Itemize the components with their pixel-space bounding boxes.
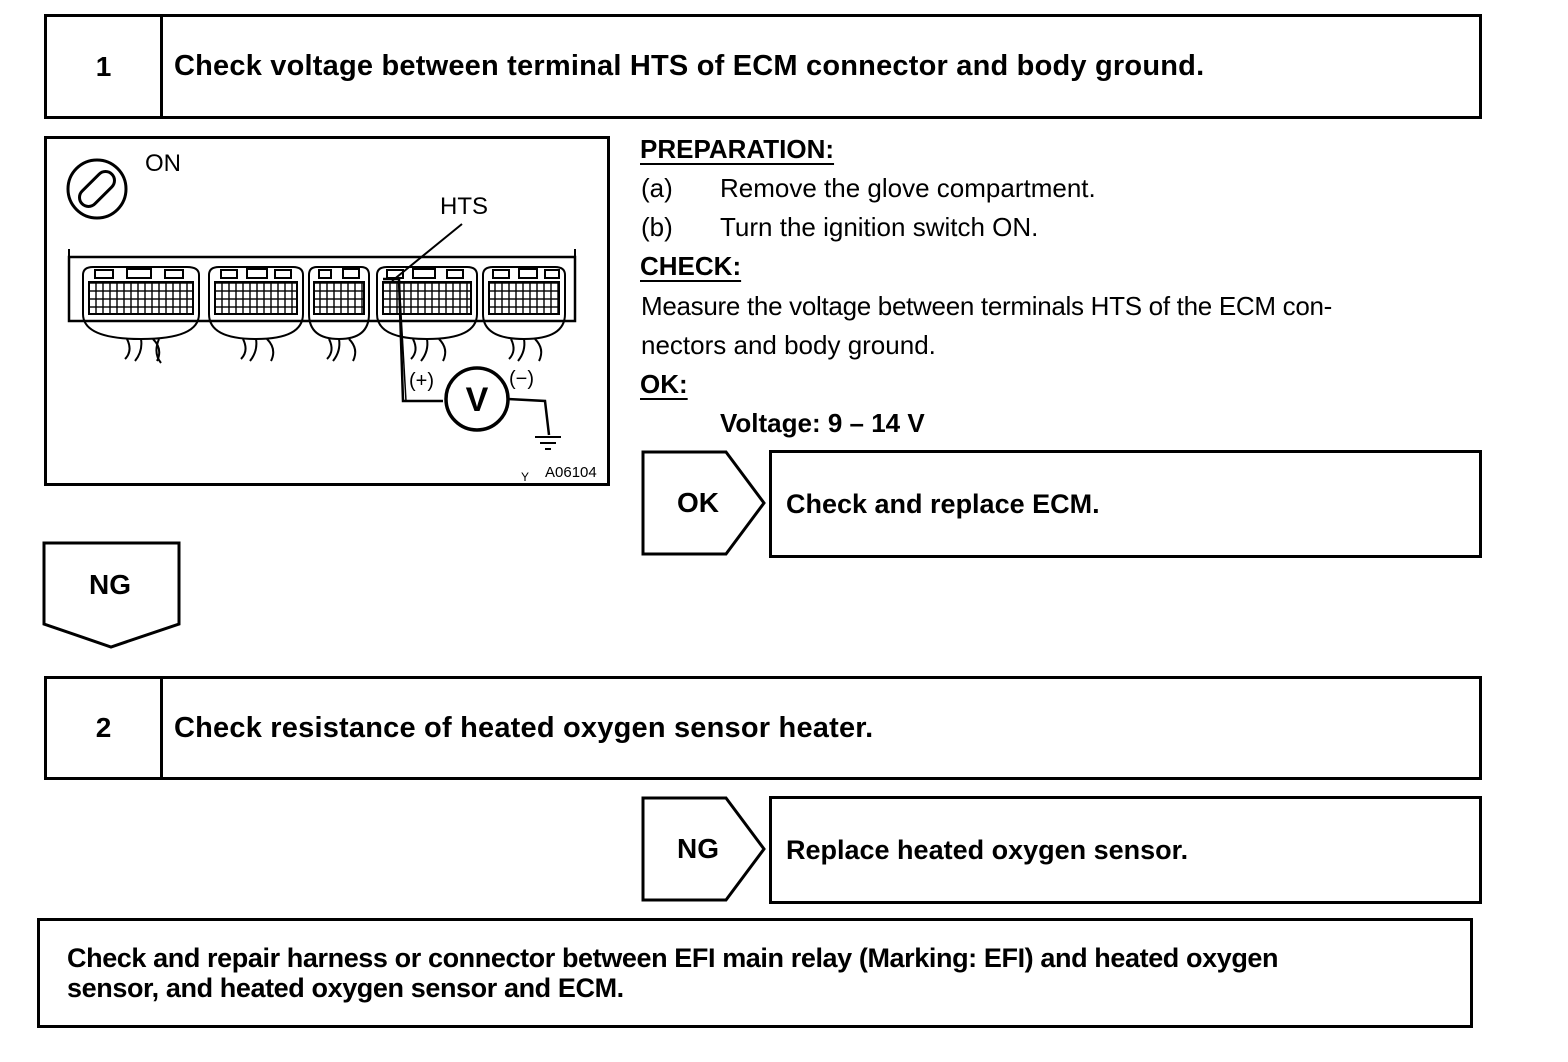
probe-minus-label: (−)	[509, 368, 534, 390]
final-action-line-1: Check and repair harness or connector be…	[67, 943, 1279, 973]
ng-flow-arrow: NG	[42, 541, 181, 649]
ok-result-text: Check and replace ECM.	[786, 488, 1100, 519]
ok-header: OK:	[640, 369, 688, 399]
prep-b-text: Turn the ignition switch ON.	[720, 212, 1039, 242]
ng-flow-label: NG	[89, 569, 131, 600]
final-action-line-2: sensor, and heated oxygen sensor and ECM…	[67, 973, 624, 1003]
ecm-connector-illustration: ON HTS	[44, 136, 610, 486]
check-line-2: nectors and body ground.	[641, 330, 936, 360]
step-2-number: 2	[47, 679, 163, 777]
prep-a-label: (a)	[641, 173, 673, 203]
ok-arrow: OK	[641, 450, 766, 556]
ng-arrow-label: NG	[677, 833, 719, 864]
final-action-box: Check and repair harness or connector be…	[37, 918, 1473, 1028]
prep-a-text: Remove the glove compartment.	[720, 173, 1096, 203]
ok-result-box: Check and replace ECM.	[769, 450, 1482, 558]
corner-mark: Y	[521, 470, 529, 483]
ignition-on-label: ON	[145, 150, 181, 177]
ignition-key-icon	[66, 158, 128, 220]
voltmeter-circuit	[383, 277, 561, 450]
figure-code: A06104	[545, 464, 597, 481]
probe-plus-label: (+)	[409, 370, 434, 392]
voltmeter-label: V	[466, 381, 489, 419]
hts-label: HTS	[440, 193, 488, 220]
ecm-connectors	[82, 266, 566, 364]
ng-arrow: NG	[641, 796, 766, 902]
step-2-title: Check resistance of heated oxygen sensor…	[174, 711, 874, 744]
ecm-housing	[67, 249, 577, 323]
ok-arrow-label: OK	[677, 487, 719, 518]
check-header: CHECK:	[640, 251, 742, 281]
prep-b-label: (b)	[641, 212, 673, 242]
step-1-number: 1	[47, 17, 163, 116]
preparation-header: PREPARATION:	[640, 134, 835, 164]
step-1-title: Check voltage between terminal HTS of EC…	[174, 50, 1205, 82]
check-line-1: Measure the voltage between terminals HT…	[641, 291, 1333, 321]
ng-result-box: Replace heated oxygen sensor.	[769, 796, 1482, 904]
ok-value: Voltage: 9 – 14 V	[720, 408, 925, 438]
step-1-header: 1 Check voltage between terminal HTS of …	[44, 14, 1482, 119]
ecm-diagram-svg: ON HTS	[66, 150, 597, 483]
ng-result-text: Replace heated oxygen sensor.	[786, 834, 1189, 865]
step-2-header: 2 Check resistance of heated oxygen sens…	[44, 676, 1482, 780]
